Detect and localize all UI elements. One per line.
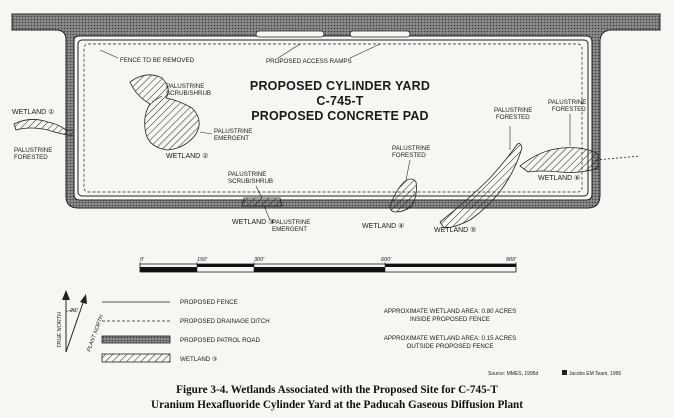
label-pe-bottom-2: EMERGENT bbox=[272, 226, 307, 233]
source-right: Jacobs EM Team, 1995 bbox=[569, 371, 621, 377]
legend-road-label: PROPOSED PATROL ROAD bbox=[180, 337, 261, 344]
wetland-5-area bbox=[439, 143, 523, 229]
wetland-1-area bbox=[13, 119, 75, 137]
wetland-2-area bbox=[129, 74, 200, 151]
caption-line-1: Figure 3-4. Wetlands Associated with the… bbox=[176, 384, 498, 396]
label-pe-bottom-1: PALUSTRINE bbox=[272, 219, 310, 226]
label-pe-1: PALUSTRINE bbox=[214, 128, 252, 135]
wetland-6-area bbox=[519, 147, 599, 173]
label-ps-top-1: PALUSTRINE bbox=[166, 83, 204, 90]
label-pf-r2-1: PALUSTRINE bbox=[548, 99, 586, 106]
label-pf-left-1: PALUSTRINE bbox=[14, 147, 52, 154]
legend: PROPOSED FENCE PROPOSED DRAINAGE DITCH P… bbox=[101, 299, 270, 363]
label-wetland-1: WETLAND ① bbox=[12, 108, 54, 116]
label-pf-r1-1: PALUSTRINE bbox=[494, 107, 532, 114]
leader-lines bbox=[99, 43, 571, 221]
scale-tick-300: 300' bbox=[254, 257, 265, 263]
label-wetland-4: WETLAND ④ bbox=[362, 222, 404, 230]
title-line-3: PROPOSED CONCRETE PAD bbox=[251, 109, 429, 123]
north-arrow: 20° TRUE NORTH PLANT NORTH bbox=[57, 290, 105, 353]
area-inside-line-1: APPROXIMATE WETLAND AREA: 0.80 ACRES bbox=[384, 308, 517, 315]
plant-north-label: PLANT NORTH bbox=[86, 314, 105, 352]
label-pf-r2-2: FORESTED bbox=[552, 106, 586, 113]
label-pf-mid-1: PALUSTRINE bbox=[392, 145, 430, 152]
label-pe-2: EMERGENT bbox=[214, 135, 249, 142]
source-left: Source: MMES, 1995d bbox=[488, 371, 539, 377]
label-wetland-6: WETLAND ⑥ bbox=[538, 174, 580, 182]
true-north-label: TRUE NORTH bbox=[57, 312, 63, 348]
caption-line-2: Uranium Hexafluoride Cylinder Yard at th… bbox=[151, 399, 523, 411]
label-fence-to-be-removed: FENCE TO BE REMOVED bbox=[120, 57, 195, 64]
legend-road-swatch bbox=[101, 335, 171, 344]
patrol-road bbox=[11, 13, 661, 209]
scale-tick-900: 900' bbox=[506, 257, 517, 263]
label-ps-bottom-2: SCRUB/SHRUB bbox=[228, 178, 273, 185]
scale-bar: 0' 150' 300' 600' 900' bbox=[139, 257, 517, 273]
area-inside-line-2: INSIDE PROPOSED FENCE bbox=[410, 316, 490, 323]
title-line-1: PROPOSED CYLINDER YARD bbox=[250, 79, 430, 93]
proposed-drainage-ditch bbox=[83, 43, 583, 193]
wetland-4-area bbox=[389, 178, 417, 213]
label-pf-r1-2: FORESTED bbox=[496, 114, 530, 121]
title-line-2: C-745-T bbox=[316, 94, 363, 108]
label-ps-top-2: SCRUB/SHRUB bbox=[166, 90, 211, 97]
north-angle: 20° bbox=[69, 308, 79, 314]
wetland-3-area bbox=[241, 197, 283, 207]
proposed-fence bbox=[77, 39, 589, 197]
label-ps-bottom-1: PALUSTRINE bbox=[228, 171, 266, 178]
label-wetland-5: WETLAND ⑤ bbox=[434, 226, 476, 234]
jacobs-logo-mark bbox=[562, 370, 567, 375]
scale-tick-0: 0' bbox=[140, 257, 145, 263]
label-pf-mid-2: FORESTED bbox=[392, 152, 426, 159]
scale-tick-600: 600' bbox=[381, 257, 392, 263]
area-outside-line-1: APPROXIMATE WETLAND AREA: 0.15 ACRES bbox=[384, 335, 517, 342]
legend-fence-label: PROPOSED FENCE bbox=[180, 299, 238, 306]
label-pf-left-2: FORESTED bbox=[14, 154, 48, 161]
access-ramps bbox=[254, 30, 411, 38]
label-wetland-2: WETLAND ② bbox=[166, 152, 208, 160]
label-wetland-3: WETLAND ③ bbox=[232, 218, 274, 226]
area-outside-line-2: OUTSIDE PROPOSED FENCE bbox=[407, 343, 494, 350]
legend-wetland-label: WETLAND ③ bbox=[180, 356, 218, 363]
legend-ditch-label: PROPOSED DRAINAGE DITCH bbox=[180, 318, 270, 325]
scale-tick-150: 150' bbox=[197, 257, 208, 263]
legend-wetland-swatch bbox=[101, 353, 171, 363]
wetlands bbox=[13, 74, 641, 229]
label-proposed-access-ramps: PROPOSED ACCESS RAMPS bbox=[266, 58, 352, 65]
stream-line bbox=[595, 155, 641, 161]
